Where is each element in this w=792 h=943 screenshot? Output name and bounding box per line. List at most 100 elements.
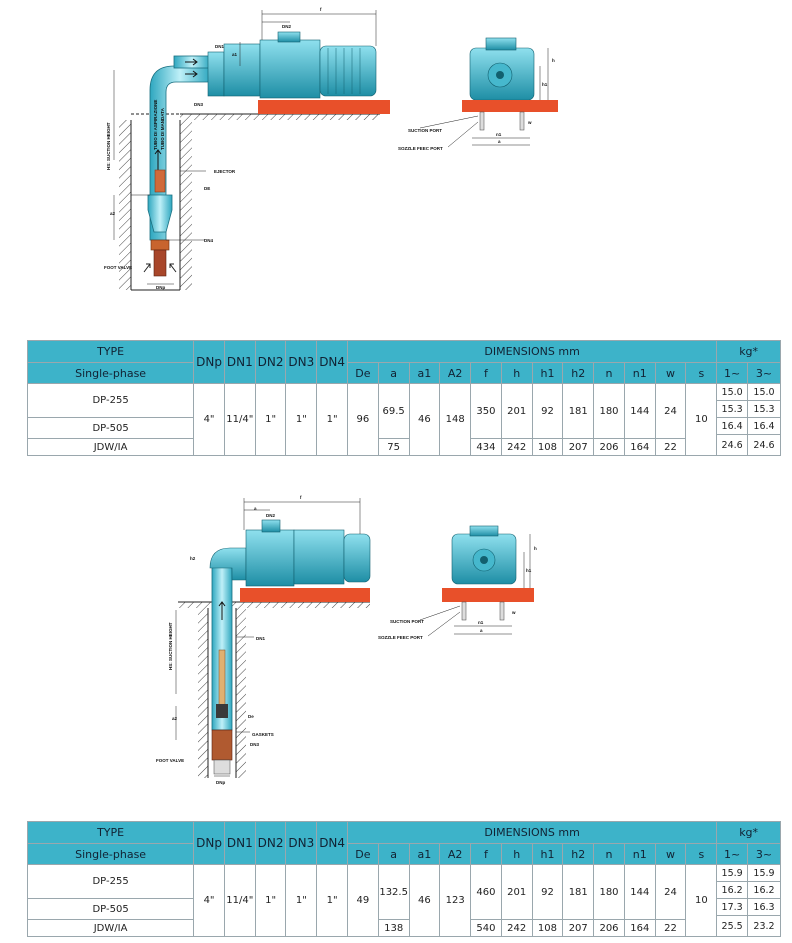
th-kg: kg* bbox=[716, 340, 781, 363]
th-dnp-2: DNp bbox=[193, 821, 225, 865]
th-f: f bbox=[470, 362, 502, 384]
ejector-body bbox=[147, 194, 173, 233]
dim-f: f bbox=[320, 7, 322, 12]
val-h-alt: 242 bbox=[500, 438, 533, 456]
pump-base bbox=[258, 100, 390, 114]
th-type: TYPE bbox=[26, 340, 195, 363]
val-h2: 181 bbox=[562, 383, 595, 439]
val-w-alt-2: 22 bbox=[654, 919, 687, 937]
dimensions-table-1: TYPE DNp DN1 DN2 DN3 DN4 DIMENSIONS mm k… bbox=[26, 340, 781, 456]
th-s: s bbox=[685, 362, 718, 384]
th-n: n bbox=[593, 362, 625, 384]
val-w-alt: 22 bbox=[654, 438, 687, 456]
th-A2-2: A2 bbox=[439, 843, 472, 865]
well-wall-left-2 bbox=[198, 608, 208, 778]
type-jdw: JDW/IA bbox=[26, 438, 195, 456]
foot-valve bbox=[150, 239, 170, 251]
th-phase-2: Single-phase bbox=[26, 843, 195, 865]
val-dn3: 1" bbox=[285, 383, 318, 456]
label-suction-port: SUCTION PORT bbox=[408, 128, 442, 133]
dim-h-2: h bbox=[534, 546, 537, 551]
val-s-2: 10 bbox=[685, 864, 718, 937]
th-k1-2: 1~ bbox=[716, 843, 748, 865]
th-dn1: DN1 bbox=[223, 340, 256, 384]
th-s-2: s bbox=[685, 843, 718, 865]
label-suction-height: HS: SUCTION HEIGHT bbox=[106, 122, 111, 170]
label-nozzle-port: SOZZLE FEEC PORT bbox=[398, 146, 443, 151]
front-base bbox=[462, 100, 558, 112]
kg-3-1: 15.3 bbox=[747, 400, 781, 418]
val-dn4-2: 1" bbox=[316, 864, 348, 937]
th-n1: n1 bbox=[623, 362, 656, 384]
label-foot-valve: FOOT VALVE bbox=[104, 265, 132, 270]
dim-a2: a2 bbox=[110, 211, 116, 216]
val-a-alt: 75 bbox=[377, 438, 410, 456]
val-a1: 46 bbox=[408, 383, 441, 456]
val-h1-alt: 108 bbox=[531, 438, 564, 456]
val-w: 24 bbox=[654, 383, 687, 439]
kg-1-2: 16.4 bbox=[716, 417, 748, 435]
kg-3-3: 24.6 bbox=[747, 434, 781, 456]
label-gaskets: GASKETS bbox=[252, 732, 274, 737]
kg2-1-2: 17.3 bbox=[716, 898, 748, 916]
th-h1: h1 bbox=[531, 362, 564, 384]
dim-n1: n1 bbox=[496, 132, 502, 137]
kg-3-0: 15.0 bbox=[747, 383, 781, 401]
label-dn1-2: DN1 bbox=[256, 636, 265, 641]
val-a1-2: 46 bbox=[408, 864, 441, 937]
val-h-2: 201 bbox=[500, 864, 533, 920]
dim-dn3: DN3 bbox=[194, 102, 203, 107]
val-n-alt-2: 206 bbox=[593, 919, 625, 937]
val-h1-2: 92 bbox=[531, 864, 564, 920]
kg-1-1: 15.3 bbox=[716, 400, 748, 418]
val-a-2: 132.5 bbox=[377, 864, 410, 920]
th-de-2: De bbox=[347, 843, 379, 865]
kg2-3-1: 16.2 bbox=[747, 881, 781, 899]
label-foot-valve-2: FOOT VALVE bbox=[156, 758, 184, 763]
th-n-2: n bbox=[593, 843, 625, 865]
label-tubo-aspirazione: TUBO DI ASPIRAZIONE bbox=[153, 100, 158, 150]
val-a: 69.5 bbox=[377, 383, 410, 439]
dim-a2-2: a2 bbox=[172, 716, 178, 721]
kg-1-0: 15.0 bbox=[716, 383, 748, 401]
th-phase: Single-phase bbox=[26, 362, 195, 384]
dim-w: w bbox=[527, 120, 532, 125]
val-h: 201 bbox=[500, 383, 533, 439]
val-n-2: 180 bbox=[593, 864, 625, 920]
th-k1: 1~ bbox=[716, 362, 748, 384]
val-n1-2: 144 bbox=[623, 864, 656, 920]
dim-h2-2: h2 bbox=[190, 556, 196, 561]
kg2-1-0: 15.9 bbox=[716, 864, 748, 882]
val-n1: 144 bbox=[623, 383, 656, 439]
val-A2: 148 bbox=[439, 383, 472, 456]
val-dn4: 1" bbox=[316, 383, 348, 456]
th-k3: 3~ bbox=[747, 362, 781, 384]
pump-body-2 bbox=[245, 529, 295, 587]
val-dnp: 4" bbox=[193, 383, 225, 456]
th-a1: a1 bbox=[408, 362, 441, 384]
kg2-3-3: 23.2 bbox=[747, 915, 781, 937]
type-jdw-2: JDW/IA bbox=[26, 919, 195, 937]
val-dn3-2: 1" bbox=[285, 864, 318, 937]
val-n-alt: 206 bbox=[593, 438, 625, 456]
foot-valve-2 bbox=[211, 729, 233, 761]
val-dn1: 11/4" bbox=[223, 383, 256, 456]
installation-diagram-ejector: f DN2 DN1 a1 DN3 HS: SUCTION HEIGHT TUBO… bbox=[104, 7, 558, 291]
th-dnp: DNp bbox=[193, 340, 225, 384]
installation-diagram-well: f DN2 a h2 HS: SUCTION HEIGHT DN1 a2 De … bbox=[156, 495, 537, 785]
val-f-2: 460 bbox=[470, 864, 502, 920]
th-w-2: w bbox=[654, 843, 687, 865]
val-w-2: 24 bbox=[654, 864, 687, 920]
label-dn4: DN4 bbox=[204, 238, 213, 243]
dim-e-2: a bbox=[480, 628, 483, 633]
val-h1-alt-2: 108 bbox=[531, 919, 564, 937]
val-f-alt-2: 540 bbox=[470, 919, 502, 937]
th-de: De bbox=[347, 362, 379, 384]
val-h-alt-2: 242 bbox=[500, 919, 533, 937]
val-A2-2: 123 bbox=[439, 864, 472, 937]
label-dn3-2: DN3 bbox=[250, 742, 259, 747]
dim-n: a bbox=[498, 139, 501, 144]
kg2-1-1: 16.2 bbox=[716, 881, 748, 899]
th-h-2: h bbox=[500, 843, 533, 865]
kg-1-3: 24.6 bbox=[716, 434, 748, 456]
